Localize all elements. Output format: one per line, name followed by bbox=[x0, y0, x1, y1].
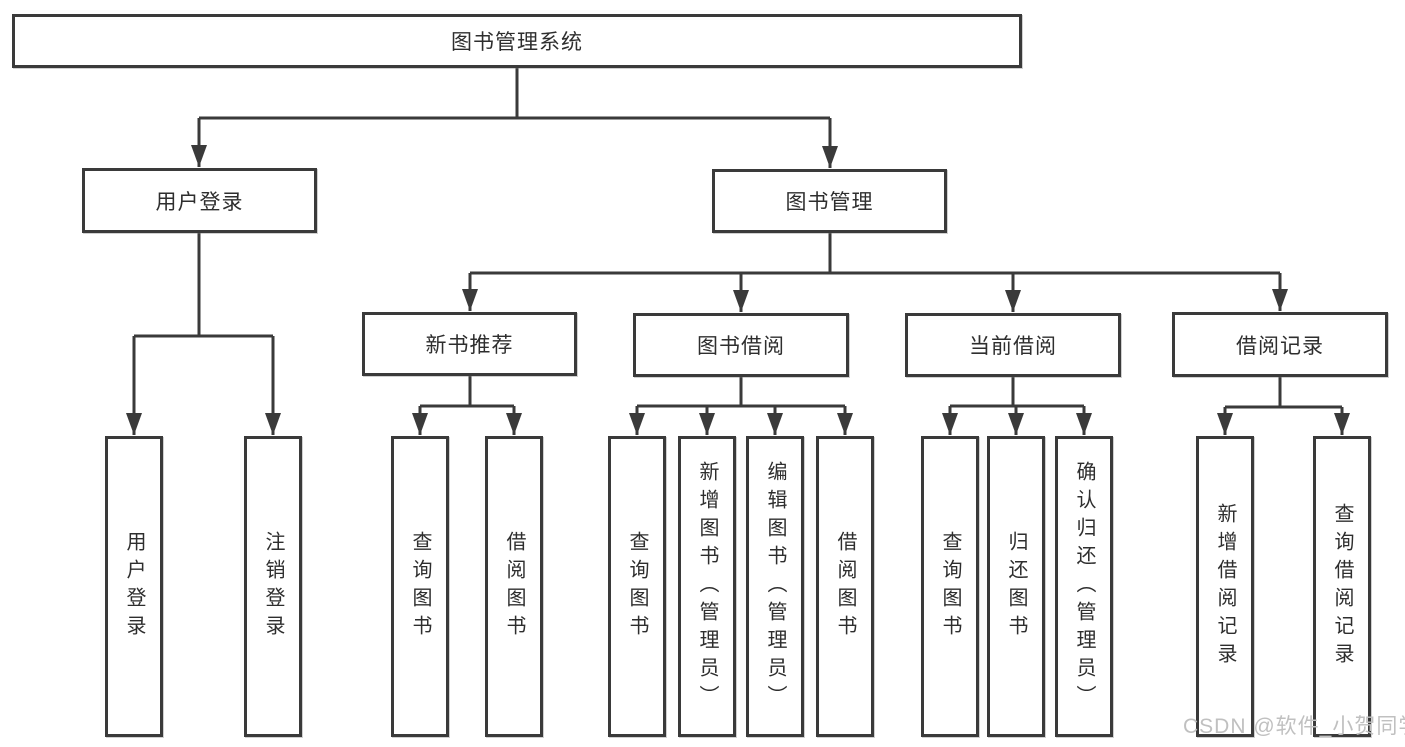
leaf-add-book-admin: 新增图书（管理员） bbox=[678, 436, 736, 737]
leaf-edit-book-admin: 编辑图书（管理员） bbox=[746, 436, 804, 737]
leaf-add-borrow-record: 新增借阅记录 bbox=[1196, 436, 1254, 737]
leaf-logout-login: 注销登录 bbox=[244, 436, 302, 737]
leaf-user-login: 用户登录 bbox=[105, 436, 163, 737]
node-book-borrow: 图书借阅 bbox=[633, 313, 849, 377]
leaf-query-book-2: 查询图书 bbox=[608, 436, 666, 737]
node-user-login: 用户登录 bbox=[82, 168, 317, 233]
leaf-borrow-book-2: 借阅图书 bbox=[816, 436, 874, 737]
node-current-borrow: 当前借阅 bbox=[905, 313, 1121, 377]
leaf-query-borrow-record: 查询借阅记录 bbox=[1313, 436, 1371, 737]
leaf-query-book-3: 查询图书 bbox=[921, 436, 979, 737]
csdn-watermark: CSDN @软件_小贺同学 bbox=[1183, 715, 1405, 738]
node-new-book-recommend: 新书推荐 bbox=[362, 312, 577, 376]
leaf-borrow-book-1: 借阅图书 bbox=[485, 436, 543, 737]
node-borrow-records: 借阅记录 bbox=[1172, 312, 1388, 377]
leaf-query-book-1: 查询图书 bbox=[391, 436, 449, 737]
leaf-confirm-return-admin: 确认归还（管理员） bbox=[1055, 436, 1113, 737]
node-root: 图书管理系统 bbox=[12, 14, 1022, 68]
leaf-return-book: 归还图书 bbox=[987, 436, 1045, 737]
node-book-management: 图书管理 bbox=[712, 169, 947, 233]
